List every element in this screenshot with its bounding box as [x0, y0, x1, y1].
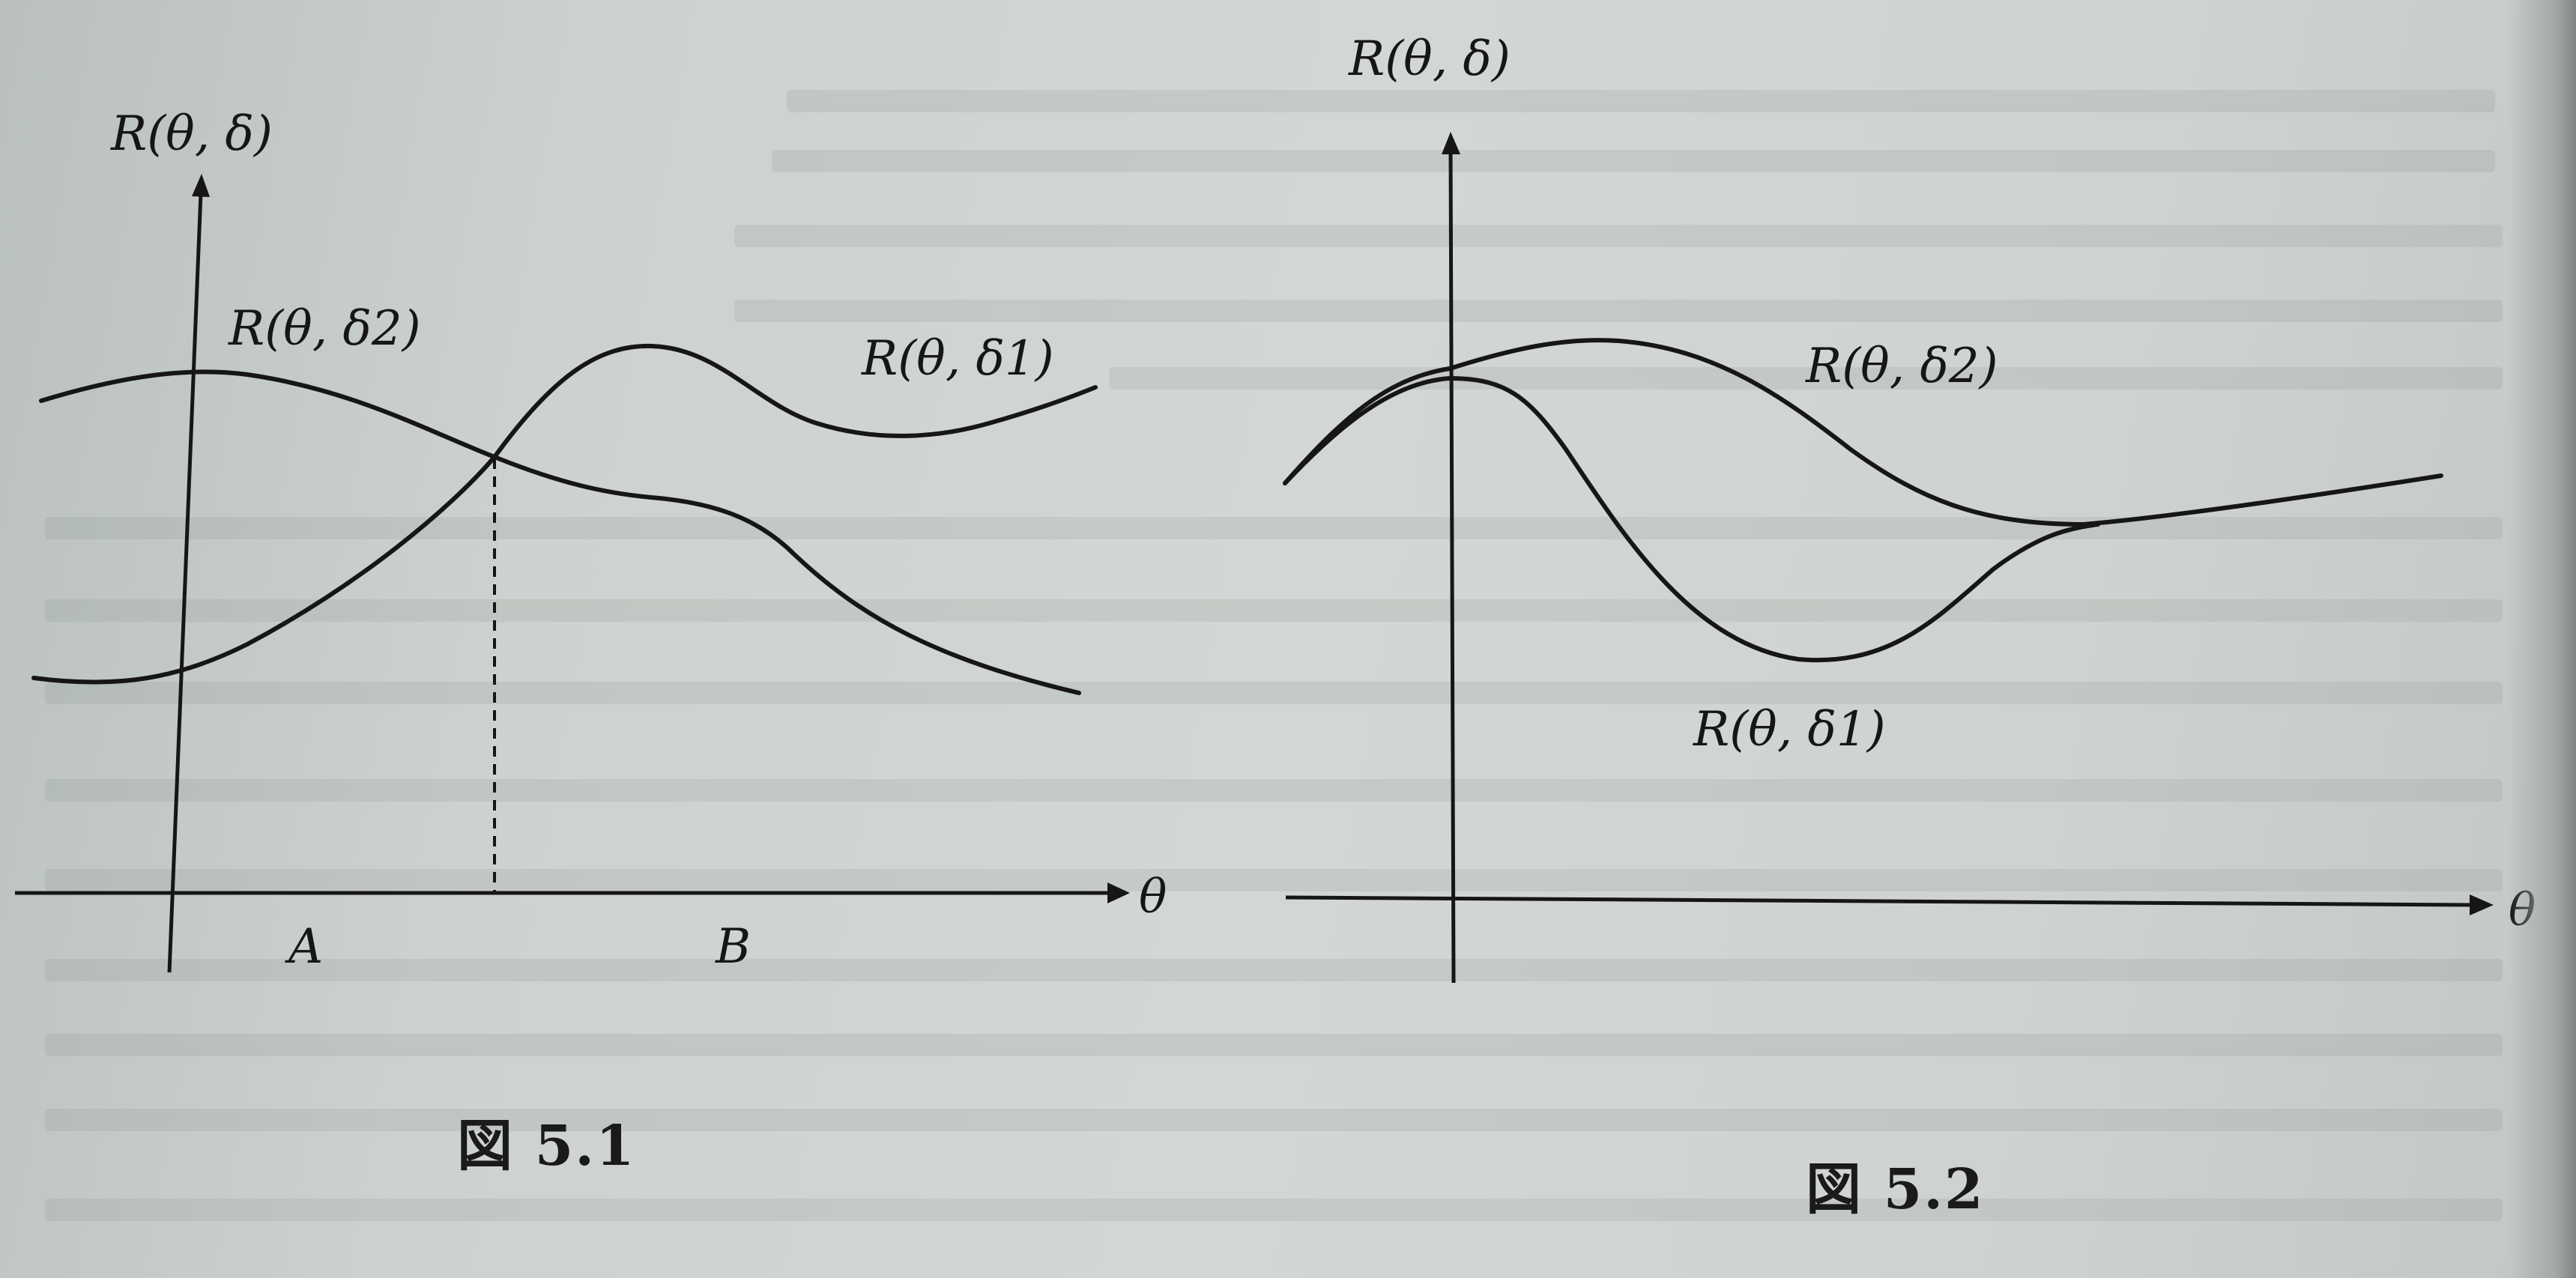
fig2-curve-delta2-label: R(θ, δ2): [1805, 339, 1998, 394]
fig1-x-axis-arrow-icon: [1107, 882, 1130, 903]
fig2-x-axis: [1285, 895, 2472, 907]
fig1-region-a-label: A: [285, 919, 323, 975]
fig1-curve-delta1-label: R(θ, δ1): [861, 331, 1054, 387]
fig2-curve-delta1: [1283, 375, 2100, 663]
fig1-curve-delta1: [31, 343, 1098, 685]
fig2-curve-delta1-label: R(θ, δ1): [1693, 702, 1886, 757]
fig1-x-axis-label: θ: [1139, 869, 1167, 924]
fig1-curve-delta2: [39, 369, 1081, 695]
fig2-curve-delta2: [1283, 338, 2443, 527]
fig2-y-axis: [1448, 149, 1456, 984]
fig1-y-axis-arrow-icon: [192, 174, 210, 197]
fig1-region-b-label: B: [715, 919, 751, 975]
fig1-y-axis-label: R(θ, δ): [110, 106, 273, 162]
fig2-y-axis-label: R(θ, δ): [1348, 31, 1511, 87]
fig1-caption: 図 5.1: [457, 1114, 636, 1178]
fig1-y-axis: [167, 193, 203, 973]
page-edge-shadow: [2509, 0, 2576, 1278]
fig1-curve-delta2-label: R(θ, δ2): [228, 301, 421, 357]
fig2-y-axis-arrow-icon: [1442, 132, 1460, 154]
figure-5-1: R(θ, δ) θ R(θ, δ2) R(θ, δ1) A B: [15, 106, 1167, 975]
figure-5-2: R(θ, δ) θ R(θ, δ2) R(θ, δ1): [1283, 31, 2536, 984]
fig2-x-axis-arrow-icon: [2470, 894, 2494, 915]
fig2-caption: 図 5.2: [1806, 1157, 1985, 1222]
